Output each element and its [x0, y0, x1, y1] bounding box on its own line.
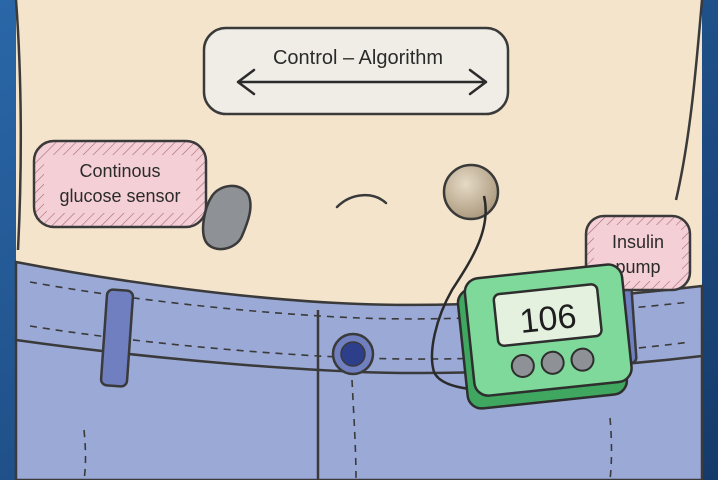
pump-button-right: [570, 348, 594, 372]
infusion-site: [444, 165, 498, 219]
insulin-pump: 106: [456, 263, 635, 410]
pump-label-line1: Insulin: [612, 232, 664, 252]
pump-button-middle: [541, 351, 565, 375]
sensor-label-line1: Continous: [79, 161, 160, 181]
pump-display-value: 106: [518, 297, 578, 341]
pump-button-left: [511, 354, 535, 378]
algorithm-label: Control – Algorithm: [273, 47, 443, 69]
sensor-label-line2: glucose sensor: [59, 186, 180, 206]
belt-loop-left: [101, 289, 134, 387]
jeans-button-center: [341, 342, 365, 366]
algorithm-box: [204, 28, 508, 114]
